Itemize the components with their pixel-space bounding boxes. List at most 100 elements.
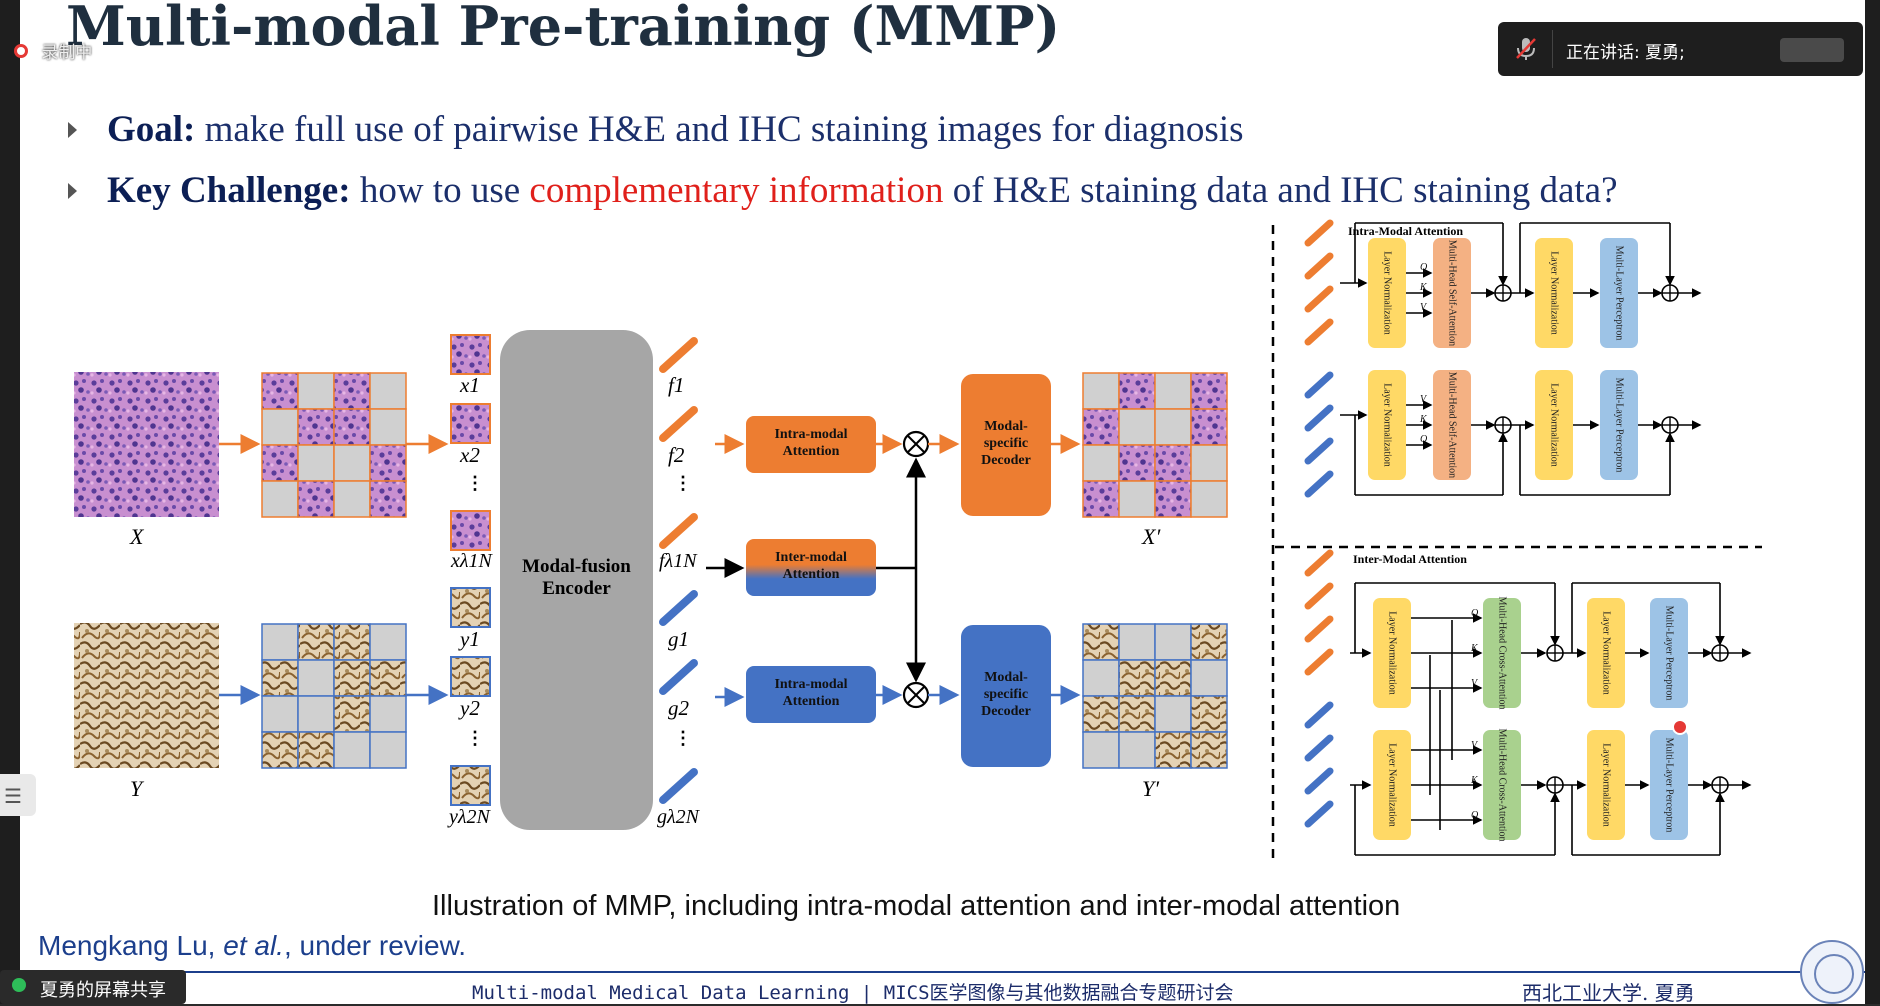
qkv-label: Q: [1471, 810, 1479, 821]
label-x-dots: ⋮: [466, 473, 484, 493]
layer-norm-box-label: Layer Normalization: [1549, 383, 1560, 467]
visible-cell: [1118, 695, 1156, 733]
list-toggle-button[interactable]: ☰: [0, 774, 36, 816]
recording-label: 录制中: [41, 43, 93, 63]
qkv-label: Q: [1420, 434, 1428, 445]
intra-attention-he-label: Intra-modal Attention: [774, 427, 848, 459]
mh-self-attention-box: [1433, 238, 1471, 348]
reconstructed-grid-ihc: [1082, 623, 1228, 769]
visible-cell: [333, 372, 371, 410]
masked-cell: [1118, 731, 1156, 769]
label-y1: y1: [460, 627, 480, 651]
masked-cell: [1190, 480, 1228, 518]
label-f2: f2: [668, 443, 685, 467]
intra-attention-ihc-label: Intra-modal Attention: [774, 677, 848, 709]
layer-norm-box: [1368, 238, 1406, 348]
masked-cell: [1190, 659, 1228, 697]
masked-cell: [1118, 408, 1156, 446]
masked-cell: [369, 408, 407, 446]
qkv-label: V: [1471, 740, 1479, 751]
visible-cell: [1154, 659, 1192, 697]
divider: [1552, 30, 1553, 68]
label-g-dots: ⋮: [674, 728, 692, 748]
decoder-ihc-label: Modal-specific Decoder: [981, 670, 1031, 719]
mlp-box: [1600, 370, 1638, 480]
share-label: 夏勇的屏幕共享: [40, 980, 166, 1001]
mlp-box: [1650, 730, 1688, 840]
masked-cell: [1082, 372, 1120, 410]
patch-x-last: [450, 510, 491, 551]
window-left-edge: [0, 0, 20, 1004]
token-bar: [1304, 470, 1334, 498]
masked-cell: [1082, 444, 1120, 482]
token-bar: [659, 768, 698, 804]
window-right-edge: [1865, 0, 1880, 1004]
visible-cell: [297, 731, 335, 769]
label-x-last: xλ1N: [451, 550, 492, 572]
bullet-challenge-text-after: of H&E staining data and IHC staining da…: [943, 170, 1618, 211]
mlp-box-label: Multi-Layer Perceptron: [1664, 738, 1675, 833]
slide-title: Multi-modal Pre-training (MMP): [66, 0, 1061, 58]
masked-cell: [261, 480, 299, 518]
qkv-label: Q: [1471, 608, 1479, 619]
panel-intra-title: Intra-Modal Attention: [1348, 224, 1463, 238]
inter-modal-attention: [746, 539, 876, 596]
mh-cross-attention-box: [1483, 598, 1521, 708]
mlp-box-label: Multi-Layer Perceptron: [1664, 606, 1675, 701]
record-dot-icon: [14, 43, 28, 58]
encoder-label: Modal-fusion Encoder: [522, 556, 631, 599]
visible-cell: [297, 408, 335, 446]
footer-center: Multi-modal Medical Data Learning | MICS…: [472, 982, 1234, 1004]
token-bar: [1304, 582, 1334, 610]
bullet-goal-text: make full use of pairwise H&E and IHC st…: [195, 109, 1244, 150]
decoder-he: [961, 374, 1051, 516]
mic-muted-icon: [1514, 36, 1538, 62]
mlp-box-label: Multi-Layer Perceptron: [1614, 246, 1625, 341]
visible-cell: [1154, 444, 1192, 482]
masked-cell: [261, 408, 299, 446]
visible-cell: [369, 480, 407, 518]
bullet-challenge-label: Key Challenge:: [107, 170, 351, 211]
token-bar: [1304, 404, 1334, 432]
masked-cell: [261, 623, 299, 661]
bullet-challenge-text-before: how to use: [350, 170, 530, 211]
layer-norm-box-label: Layer Normalization: [1601, 611, 1612, 695]
layer-norm-box: [1587, 598, 1625, 708]
visible-cell: [1190, 731, 1228, 769]
visible-cell: [1118, 372, 1156, 410]
layer-norm-box: [1373, 598, 1411, 708]
masked-cell: [1190, 444, 1228, 482]
token-bar: [659, 659, 698, 695]
label-y2: y2: [460, 696, 480, 720]
masked-cell: [369, 623, 407, 661]
ihc-image: [74, 623, 219, 768]
screen-share-badge[interactable]: 夏勇的屏幕共享: [0, 970, 186, 1004]
token-bar: [1304, 252, 1334, 280]
token-bar: [1304, 800, 1334, 828]
token-bar: [1304, 371, 1334, 399]
bullet-challenge-highlight: complementary information: [529, 170, 944, 211]
modal-fusion-encoder: [500, 330, 653, 830]
qkv-label: Q: [1420, 262, 1428, 273]
bullet-arrow-icon: [68, 122, 77, 138]
label-f1: f1: [668, 373, 685, 397]
recording-indicator[interactable]: 录制中: [14, 38, 92, 63]
qkv-label: K: [1470, 643, 1479, 654]
mh-cross-attention-box: [1483, 730, 1521, 840]
layer-norm-box-label: Layer Normalization: [1549, 251, 1560, 335]
reference-author: Mengkang Lu,: [38, 930, 224, 961]
masked-grid-ihc: [261, 623, 407, 769]
masked-cell: [1118, 623, 1156, 661]
visible-cell: [333, 408, 371, 446]
visible-cell: [1082, 480, 1120, 518]
token-bar: [1304, 318, 1334, 346]
label-x2: x2: [460, 443, 480, 467]
label-y-rec: Y′: [1142, 776, 1160, 801]
label-f-dots: ⋮: [674, 473, 692, 493]
masked-cell: [297, 695, 335, 733]
visible-cell: [369, 444, 407, 482]
speaking-bar[interactable]: 正在讲话: 夏勇;: [1498, 22, 1863, 76]
intra-modal-attention-he: [746, 416, 876, 473]
